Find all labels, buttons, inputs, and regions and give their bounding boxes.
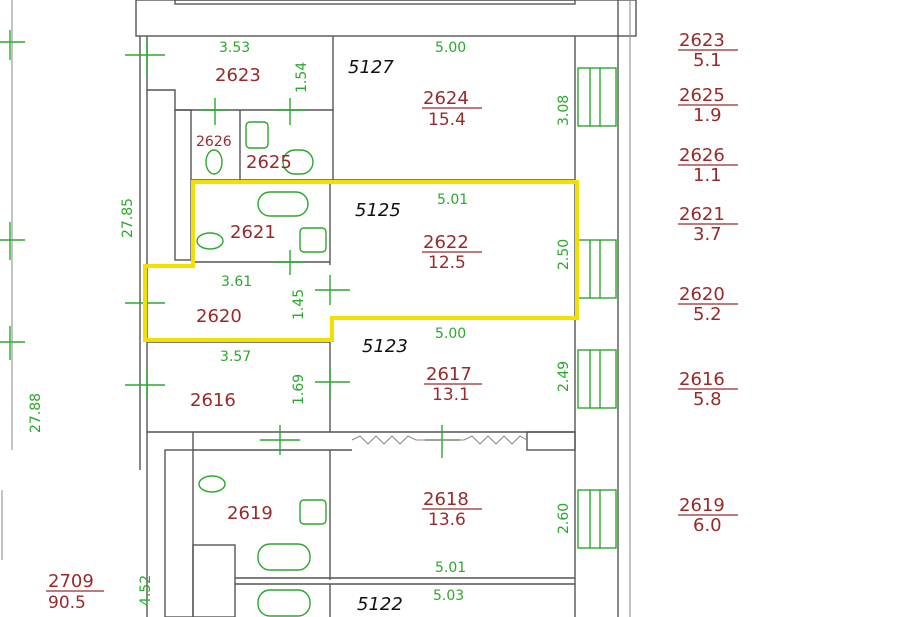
room-2623-label: 2623 <box>215 65 261 86</box>
room-2709-area: 90.5 <box>48 593 86 613</box>
legend-area: 5.8 <box>693 389 722 410</box>
window-2622 <box>577 239 617 299</box>
unit-5123-label: 5123 <box>362 336 408 357</box>
dim-3-53: 3.53 <box>219 40 250 56</box>
unit-5125-label: 5125 <box>355 200 401 221</box>
legend-area: 1.1 <box>693 165 722 186</box>
cabinet-2619 <box>192 544 236 617</box>
window-2618 <box>577 489 617 549</box>
dim-1-54: 1.54 <box>294 62 310 93</box>
legend-room: 2619 <box>679 495 725 516</box>
sink-icon <box>299 227 327 253</box>
sink-2625-icon <box>245 121 269 149</box>
shaft-left <box>174 109 192 261</box>
dim-5-01-bottom: 5.01 <box>435 560 466 576</box>
bathtub-5122-icon <box>257 589 311 617</box>
room-2621-label: 2621 <box>230 222 276 243</box>
dim-5-00-top: 5.00 <box>435 40 466 56</box>
legend-room: 2621 <box>679 204 725 225</box>
dim-27-85: 27.85 <box>120 198 136 238</box>
room-2617-label: 2617 <box>426 364 472 385</box>
window-2624 <box>577 67 617 127</box>
room-2617-area: 13.1 <box>432 385 470 405</box>
fixture-crosses <box>125 40 460 458</box>
dim-1-45: 1.45 <box>291 289 307 320</box>
legend-room: 2620 <box>679 284 725 305</box>
left-edge-markers <box>0 0 25 560</box>
legend-area: 3.7 <box>693 224 722 245</box>
bathtub-icon <box>257 191 309 217</box>
dim-3-61: 3.61 <box>221 274 252 290</box>
room-2619-label: 2619 <box>227 503 273 524</box>
toilet-icon <box>196 232 224 250</box>
dim-27-88: 27.88 <box>28 393 44 433</box>
room-2624-label: 2624 <box>423 88 469 109</box>
shaft-lower-left <box>164 449 194 617</box>
window-2617 <box>577 349 617 409</box>
dim-2-50: 2.50 <box>556 239 572 270</box>
unit-5125-highlight <box>143 180 579 342</box>
room-2709-label: 2709 <box>48 571 94 592</box>
dim-5-00-5123: 5.00 <box>435 326 466 342</box>
legend-room: 2623 <box>679 30 725 51</box>
dim-3-57: 3.57 <box>220 349 251 365</box>
legend-room: 2625 <box>679 85 725 106</box>
walls <box>135 0 637 617</box>
unit-5127-label: 5127 <box>348 57 394 78</box>
windows <box>577 67 617 549</box>
room-2622-label: 2622 <box>423 232 469 253</box>
dim-5-03: 5.03 <box>433 588 464 604</box>
sink-2619-icon <box>299 499 327 525</box>
room-2626-label: 2626 <box>196 134 232 150</box>
room-2618-area: 13.6 <box>428 510 466 530</box>
toilet-2619-icon <box>198 475 226 493</box>
bathtub-2619-icon <box>257 543 311 571</box>
dim-4-52: 4.52 <box>138 575 154 606</box>
sanitary <box>196 121 327 617</box>
toilet-2626-icon <box>205 149 223 175</box>
shower-2625-icon <box>282 149 314 175</box>
wall-2616-bottom <box>147 431 194 450</box>
legend-area: 6.0 <box>693 515 722 536</box>
door-zigzag <box>351 435 528 445</box>
top-slab <box>174 0 576 5</box>
room-2620-label: 2620 <box>196 306 242 327</box>
dim-5-01-5125: 5.01 <box>437 192 468 208</box>
legend-area: 5.2 <box>693 304 722 325</box>
dim-1-69: 1.69 <box>291 374 307 405</box>
room-2622-area: 12.5 <box>428 253 466 273</box>
legend-area: 1.9 <box>693 105 722 126</box>
wall-stub-right <box>526 431 576 451</box>
area-legend: 2623 5.1 2625 1.9 2626 1.1 2621 3.7 2620… <box>678 30 738 536</box>
unit-5122-label: 5122 <box>357 594 403 615</box>
top-corridor-wall <box>135 0 637 37</box>
room-2616-label: 2616 <box>190 390 236 411</box>
room-2625-label: 2625 <box>246 152 292 173</box>
dim-2-49: 2.49 <box>556 361 572 392</box>
dim-2-60: 2.60 <box>556 503 572 534</box>
dim-3-08: 3.08 <box>556 95 572 126</box>
legend-room: 2616 <box>679 369 725 390</box>
room-2618-label: 2618 <box>423 489 469 510</box>
legend-room: 2626 <box>679 145 725 166</box>
room-2624-area: 15.4 <box>428 110 466 130</box>
legend-area: 5.1 <box>693 50 722 71</box>
